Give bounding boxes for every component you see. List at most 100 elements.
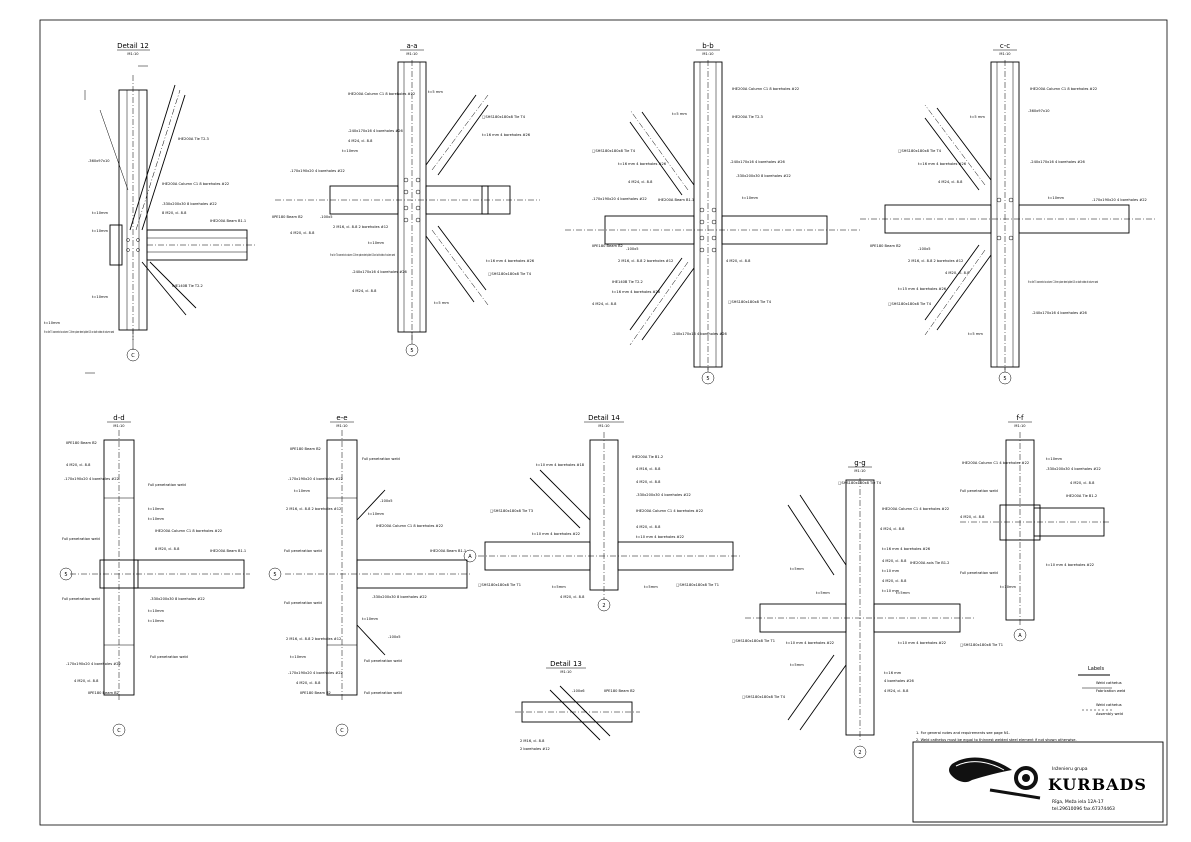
section-b-b-annotation-12: IIPE180 Beam B2 [592, 244, 623, 248]
section-c-c-annotation-17: □SHS180x180x8 Tie T4 [888, 302, 932, 306]
section-e-e-annotation-7: t=10mm [368, 512, 384, 516]
section-g-g-annotation-20: t=5mm [790, 663, 804, 667]
section-e-e-annotation-12: -330x200x30 8 boreholes #22 [372, 595, 427, 599]
detail-12-annotation-8: t=10mm [92, 229, 108, 233]
section-a-a-annotation-5: 4 M24, cl. 8.8 [348, 139, 373, 143]
section-d-d-title: d-d [113, 414, 124, 422]
section-c-c-annotation-14: t=15 mm 4 boreholes #26 [898, 287, 947, 291]
section-c-c-annotation-4: □SHS180x180x8 Tie T4 [898, 149, 942, 153]
section-c-c-annotation-2: t=5 mm [970, 115, 985, 119]
section-f-f-annotation-7: 4 M20, cl. 8.8 [960, 515, 985, 519]
section-c-c-bolt-group [996, 197, 1014, 241]
section-a-a-annotation-9: IIPE180 Beam B2 [272, 215, 303, 219]
section-c-c-annotation-10: IIPE180 Beam B2 [870, 244, 901, 248]
section-b-b-view: b-b M1:10 IHE200A Column C1 8 boreholes … [565, 42, 860, 385]
detail-12-annotation-11: t=10mm [44, 321, 60, 325]
section-c-c-annotation-9: -170x190x20 4 boreholes #22 [1092, 198, 1147, 202]
section-g-g-annotation-16: t=10 mm 4 boreholes #22 [898, 641, 946, 645]
section-d-d-annotation-1: IIPE180 Beam B2 [66, 441, 97, 445]
detail-13-scale: M1:10 [560, 670, 572, 674]
detail-13-view: Detail 13 M1:10 -100x6 IIPE180 Beam B2 2… [515, 660, 640, 751]
section-e-e-annotation-9: IHE200A Beam B1.1 [430, 549, 466, 553]
section-b-b-annotation-15: 4 M20, cl. 8.8 [726, 259, 751, 263]
section-d-d-annotation-14: t=10mm [148, 619, 164, 623]
section-f-f-grid-bubble: A [1018, 633, 1022, 639]
section-f-f-view: f-f M1:10 IHE200A Column C1 4 boreholes … [960, 414, 1110, 642]
section-a-a-bolt-group [403, 177, 421, 223]
section-e-e-annotation-19: IIPE180 Beam B2 [300, 691, 331, 695]
detail-14-annotation-10: t=10 mm 4 boreholes #22 [636, 535, 684, 539]
section-d-d-annotation-9: IHE200A Beam B1.1 [210, 549, 246, 553]
section-a-a-view: a-a M1:10 IHE200A Column C1 8 boreholes … [272, 42, 540, 357]
section-g-g-annotation-9: t=10 mm [882, 589, 900, 593]
detail-13-title: Detail 13 [550, 660, 582, 668]
section-g-g-annotation-12: t=5mm [896, 591, 910, 595]
section-c-c-annotation-8: t=10mm [1048, 196, 1064, 200]
section-a-a-annotation-6: t=16 mm 4 boreholes #26 [482, 133, 531, 137]
section-b-b-annotation-20: -240x170x16 4 boreholes #26 [672, 332, 728, 336]
section-c-c-annotation-11: -100x5 [918, 247, 931, 251]
detail-14-view: Detail 14 M1:10 IHE200A Tie B1.2 t=10 mm… [463, 414, 740, 612]
section-e-e-grid-bubble: C [340, 728, 344, 734]
section-b-b-annotation-9: t=10mm [742, 196, 758, 200]
section-b-b-annotation-5: t=16 mm 4 boreholes #26 [618, 162, 667, 166]
section-g-g-annotation-1: □SHS180x180x8 Tie T4 [838, 481, 882, 485]
section-b-b-bolt-group [699, 207, 717, 253]
detail-12-annotation-9: IHE140B Tie T2.2 [172, 284, 203, 288]
section-g-g-annotation-14: t=10 mm 4 boreholes #22 [786, 641, 834, 645]
section-b-b-annotation-4: □SHS180x180x8 Tie T4 [592, 149, 636, 153]
section-b-b-annotation-3: IHE200A Tie T2.3 [732, 115, 763, 119]
section-a-a-annotation-14: If no tie T4 connects to column C1 then … [330, 253, 395, 257]
section-b-b-annotation-6: -240x170x16 4 boreholes #26 [730, 160, 786, 164]
section-d-d-annotation-18: IIPE180 Beam B2 [88, 691, 119, 695]
section-b-b-annotation-1: IHE200A Column C1 8 boreholes #22 [732, 87, 799, 91]
title-block: Inženieru grupa KURBADS Rīga, Meža iela … [912, 741, 1164, 823]
detail-12-grid-bubble: C [131, 353, 135, 359]
section-b-b-annotation-18: 4 M24, cl. 8.8 [592, 302, 617, 306]
section-c-c-annotation-6: -240x170x16 4 boreholes #26 [1030, 160, 1086, 164]
detail-12-annotation-5: 8 M20, cl. 8.8 [162, 211, 187, 215]
section-a-a-annotation-13: t=10mm [368, 241, 384, 245]
section-e-e-annotation-21: Full penetration weld [364, 691, 402, 695]
section-b-b-annotation-8: -330x200x30 8 boreholes #22 [736, 174, 791, 178]
section-g-g-annotation-5: 4 M20, cl. 8.8 [882, 559, 907, 563]
section-b-b-annotation-19: □SHS180x180x8 Tie T4 [728, 300, 772, 304]
section-f-f-annotation-1: IHE200A Column C1 4 boreholes #22 [962, 461, 1029, 465]
section-e-e-annotation-14: -100x5 [388, 635, 401, 639]
section-e-e-annotation-17: -170x190x20 4 boreholes #22 [288, 671, 343, 675]
section-c-c-title: c-c [1000, 42, 1010, 50]
section-c-c-annotation-18: t=5 mm [968, 332, 983, 336]
general-note-2: 2. Weld cathetus must be equal to thinne… [916, 738, 1077, 742]
detail-14-annotation-7: IHE200A Column C1 4 boreholes #22 [636, 509, 703, 513]
section-d-d-view: d-d M1:10 IIPE180 Beam B2 4 M20, cl. 8.8… [59, 414, 250, 737]
section-e-e-side-bubble: 5 [273, 572, 276, 578]
section-c-c-view: c-c M1:10 IHE200A Column C1 8 boreholes … [860, 42, 1155, 385]
section-e-e-annotation-10: Full penetration weld [284, 549, 322, 553]
section-a-a-annotation-1: IHE200A Column C1 8 boreholes #22 [348, 92, 415, 96]
section-c-c-annotation-13: 4 M20, cl. 8.8 [945, 271, 970, 275]
detail-12-annotation-10: t=10mm [92, 295, 108, 299]
section-d-d-annotation-12: -330x200x30 8 boreholes #22 [150, 597, 205, 601]
section-b-b-annotation-2: t=5 mm [672, 112, 687, 116]
detail-14-annotation-6: □SHS180x180x8 Tie T3 [490, 509, 533, 513]
section-g-g-annotation-6: IHE200A axis Tie B1.2 [910, 561, 949, 565]
detail-12-annotation-12: If no tie T4 connects to column C1 then … [44, 330, 114, 334]
detail-14-annotation-5: -330x200x30 4 boreholes #22 [636, 493, 691, 497]
detail-14-annotation-14: □SHS180x180x8 Tie T1 [478, 583, 521, 587]
section-e-e-annotation-13: t=10mm [362, 617, 378, 621]
detail-12-annotation-3: IHE200A Column C1 8 boreholes #22 [162, 182, 229, 186]
detail-13-annotation-3: 2 M16, cl. 8.8 [520, 739, 545, 743]
detail-14-annotation-8: t=10 mm 4 boreholes #22 [532, 532, 580, 536]
section-c-c-annotation-5: t=16 mm 4 boreholes #26 [918, 162, 967, 166]
section-d-d-annotation-15: Full penetration weld [150, 655, 188, 659]
detail-14-annotation-15: □SHS180x180x8 Tie T1 [676, 583, 719, 587]
section-c-c-annotation-12: 2 M16, cl. 8.8 2 boreholes #12 [908, 259, 963, 263]
section-g-g-view: g-g M1:10 □SHS180x180x8 Tie T4 IHE200A C… [732, 459, 1003, 759]
section-d-d-annotation-13: t=10mm [148, 609, 164, 613]
section-f-f-scale: M1:10 [1014, 424, 1026, 428]
section-e-e-annotation-4: t=10mm [294, 489, 310, 493]
section-a-a-scale: M1:10 [406, 52, 418, 56]
detail-14-grid-bubble: 2 [602, 603, 605, 609]
legend-title: Labels [1088, 666, 1104, 672]
section-d-d-annotation-2: 4 M20, cl. 8.8 [66, 463, 91, 467]
